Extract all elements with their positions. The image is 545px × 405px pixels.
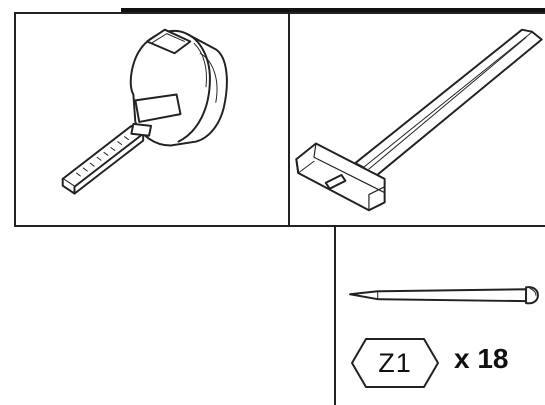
nail-icon — [349, 286, 539, 305]
top-rule — [121, 8, 545, 12]
hammer-panel — [288, 12, 545, 227]
quantity-label: x 18 — [454, 343, 509, 374]
tape-measure-icon — [61, 28, 228, 195]
part-code-hex-icon — [351, 338, 439, 388]
nail-panel: Z1 x 18 — [334, 225, 545, 405]
part-code-label: Z1 — [378, 347, 412, 378]
tape-measure-panel — [14, 12, 290, 227]
hammer-icon — [295, 28, 543, 212]
